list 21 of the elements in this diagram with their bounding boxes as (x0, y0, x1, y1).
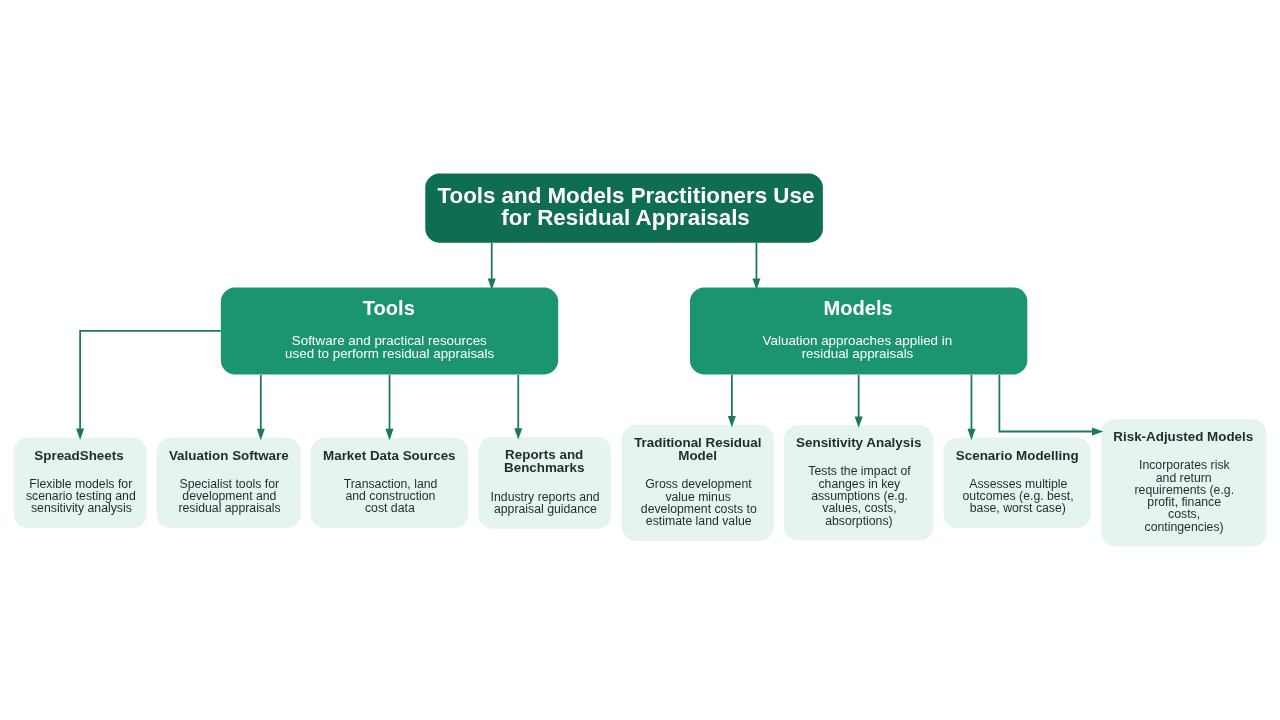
node-box: Reports and Benchmarks Industry reports and appraisal guidance (478, 437, 612, 529)
node-box: Models Valuation approaches applied in residual appraisals (690, 287, 1028, 375)
node-box: Scenario Modelling Assesses multiple outcomes (e.g. best, base, worst case) (943, 437, 1091, 529)
node-box: Risk-Adjusted Models Incorporates risk and return requirements (e.g. profit, finance costs, contingencies) (1101, 419, 1267, 547)
arrow (256, 374, 265, 441)
node-box: SpreadSheets Flexible models for scenario testing and sensitivity analysis (13, 437, 147, 529)
node-box: Tools and Models Practitioners Use for Residual Appraisals (425, 173, 823, 243)
node-box: Sensitivity Analysis Tests the impact of changes in key assumptions (e.g. values, costs, absorptions) (783, 425, 934, 541)
arrow (385, 374, 394, 441)
arrow (487, 242, 496, 290)
node-box: Traditional Residual Model Gross development value minus development costs to estimate land value (621, 424, 774, 541)
arrow (854, 374, 863, 428)
node-box: Tools Software and practical resources used to perform residual appraisals (220, 287, 559, 375)
arrow (727, 374, 736, 428)
arrow (76, 330, 222, 440)
node-box: Valuation Software Specialist tools for development and residual appraisals (156, 437, 301, 529)
arrow (998, 373, 1104, 436)
arrow (514, 374, 523, 440)
arrow (752, 242, 761, 290)
arrow (967, 374, 976, 441)
node-box: Market Data Sources Transaction, land and construction cost data (310, 437, 469, 529)
